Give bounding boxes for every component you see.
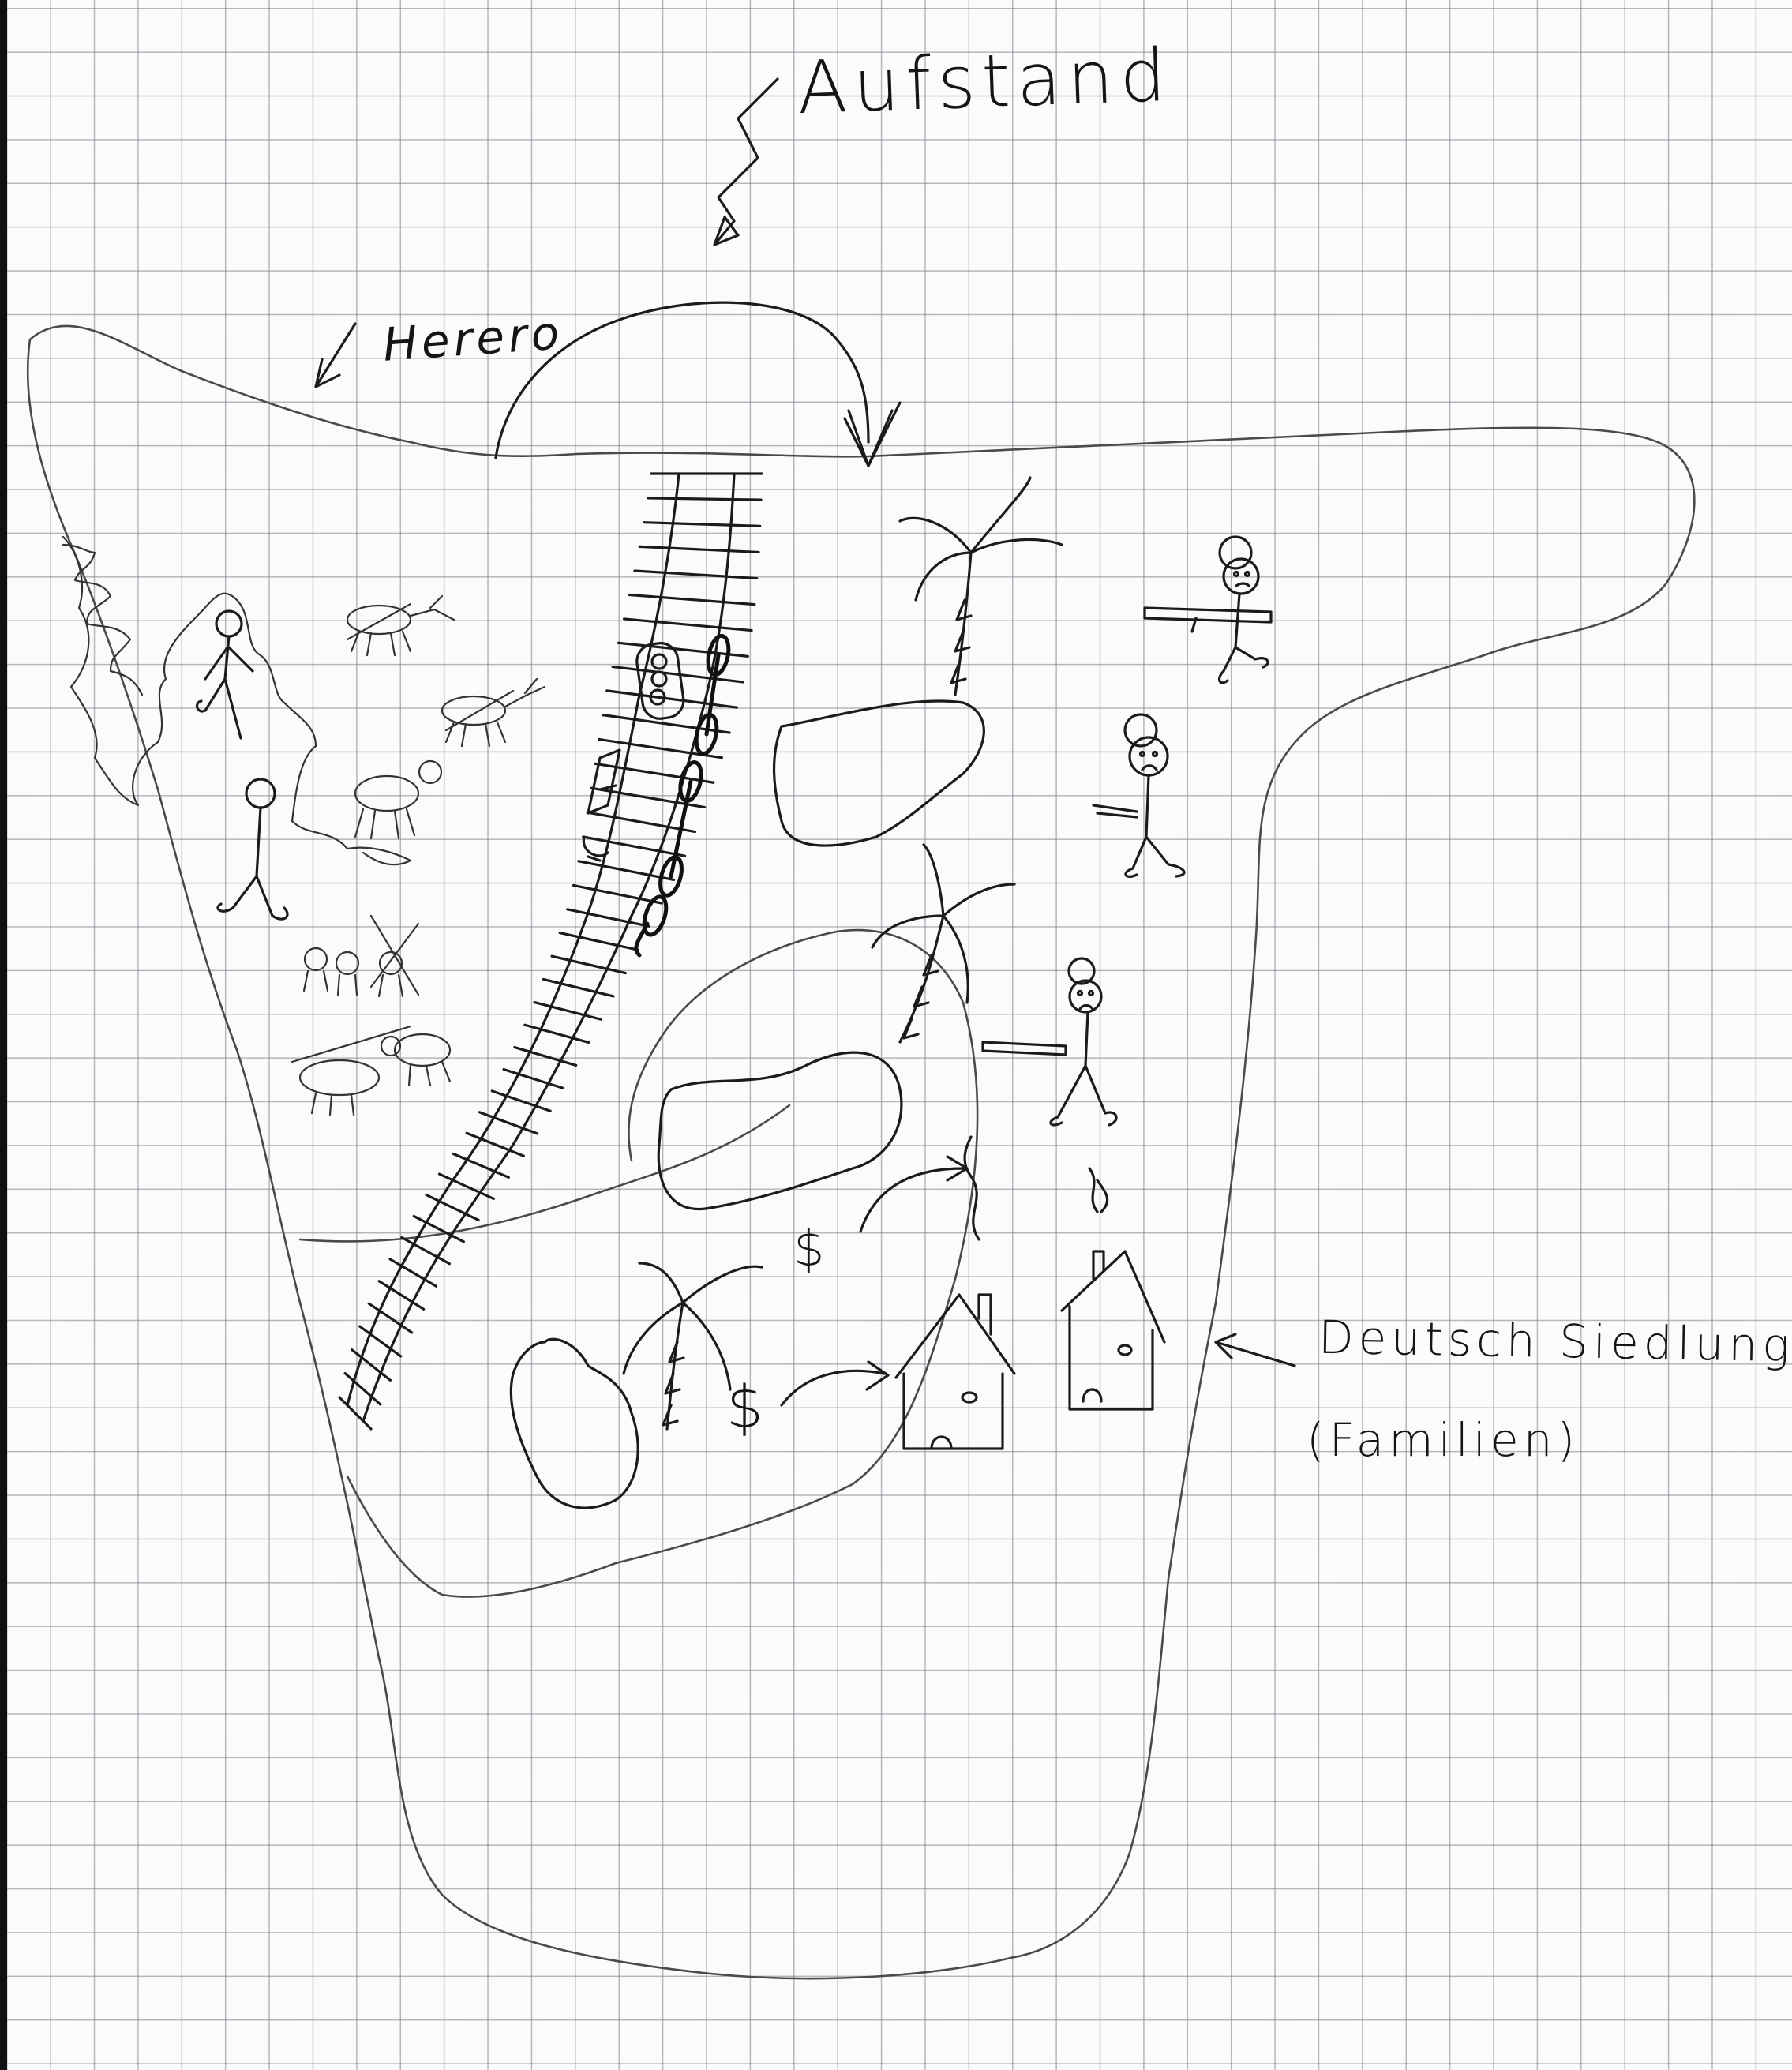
house-icon <box>1060 1167 1166 1411</box>
arrow-icon <box>867 401 902 467</box>
railway-tie <box>338 1396 373 1431</box>
railway-tie <box>388 1258 438 1288</box>
cattle-icon <box>354 759 443 840</box>
rifle-icon <box>981 1041 1067 1056</box>
soldier-icon <box>1092 713 1186 878</box>
railway-tie <box>577 860 676 881</box>
railway-tie <box>358 1325 403 1358</box>
smoke-icon <box>963 1135 980 1241</box>
uprising-arrow <box>494 301 870 459</box>
railway-tie <box>513 1045 578 1067</box>
label-familien: (Familien) <box>1307 1413 1580 1467</box>
stick-figure-icon <box>216 778 289 921</box>
train-icon <box>582 633 731 958</box>
railway-tie <box>633 569 759 580</box>
rifle-icon <box>1092 804 1138 819</box>
railway-tie <box>643 521 762 527</box>
railway-tie <box>533 1000 603 1021</box>
railway-tie <box>400 1236 452 1266</box>
railway-tie <box>542 977 615 998</box>
railway-tie <box>622 617 753 632</box>
railway-tie <box>582 835 687 857</box>
palm-tree-icon <box>898 476 1063 696</box>
lightning-icon <box>713 77 779 246</box>
railway-ties <box>338 472 763 1431</box>
cattle-icon <box>441 677 546 748</box>
railway-tie <box>638 545 760 554</box>
label-deutsch-siedlung: Deutsch Siedlung <box>1318 1310 1792 1373</box>
palm-tree-icon <box>622 1262 763 1431</box>
soldier-icon <box>981 957 1118 1127</box>
herero-arrow-icon <box>314 322 357 388</box>
cattle-icon <box>302 914 420 998</box>
railway-tie <box>558 931 639 951</box>
smoke-icon <box>1088 1167 1109 1213</box>
palm-tree-icon <box>871 843 1016 1044</box>
railway-rail-left <box>346 472 680 1407</box>
railway-tie <box>523 1023 590 1044</box>
money-arrow-icon <box>780 1360 890 1407</box>
scan-edge <box>0 0 7 2070</box>
railway-tie <box>566 908 650 928</box>
railway-tie <box>465 1131 525 1157</box>
money-symbol: $ <box>726 1374 764 1442</box>
soldier-icon <box>1143 535 1273 684</box>
railway-tie <box>377 1280 426 1311</box>
rifle-icon <box>1143 606 1273 633</box>
railway-tie <box>437 1172 495 1201</box>
southern-boundary <box>346 928 979 1598</box>
herero-region-boundary <box>62 535 412 866</box>
railway-tie <box>425 1193 480 1222</box>
territory-outline <box>27 324 1696 1980</box>
railway-tie <box>647 497 763 501</box>
inner-boundary <box>298 1104 791 1243</box>
settlement-arrow-icon <box>1214 1333 1296 1367</box>
cattle-icon <box>346 594 455 657</box>
railway-tie <box>412 1214 465 1243</box>
railway-tie <box>628 593 756 606</box>
railway-tie <box>605 689 739 709</box>
house-icon <box>894 1135 1016 1450</box>
scales-hatching <box>62 543 144 696</box>
railway-tie <box>572 883 663 905</box>
label-aufstand: Aufstand <box>796 32 1174 131</box>
lake-icon <box>509 1337 639 1509</box>
railway-rail-right <box>362 472 736 1423</box>
railway-tie <box>367 1302 414 1334</box>
railway-tie <box>343 1372 382 1406</box>
lake-icon <box>657 1051 903 1211</box>
money-arrow-icon <box>859 1155 969 1233</box>
stick-figure-icon <box>195 609 254 740</box>
money-symbol: $ <box>793 1220 825 1277</box>
railway-tie <box>550 954 628 975</box>
railway-tie <box>351 1348 392 1382</box>
cattle-icon <box>291 1025 452 1116</box>
railway-tie <box>452 1152 510 1179</box>
lake-icon <box>772 699 985 847</box>
railway-tie <box>478 1111 539 1135</box>
railway-tie <box>586 811 697 834</box>
railway-tie <box>502 1067 565 1089</box>
railway-tie <box>490 1089 552 1112</box>
railway-tie <box>611 665 744 684</box>
